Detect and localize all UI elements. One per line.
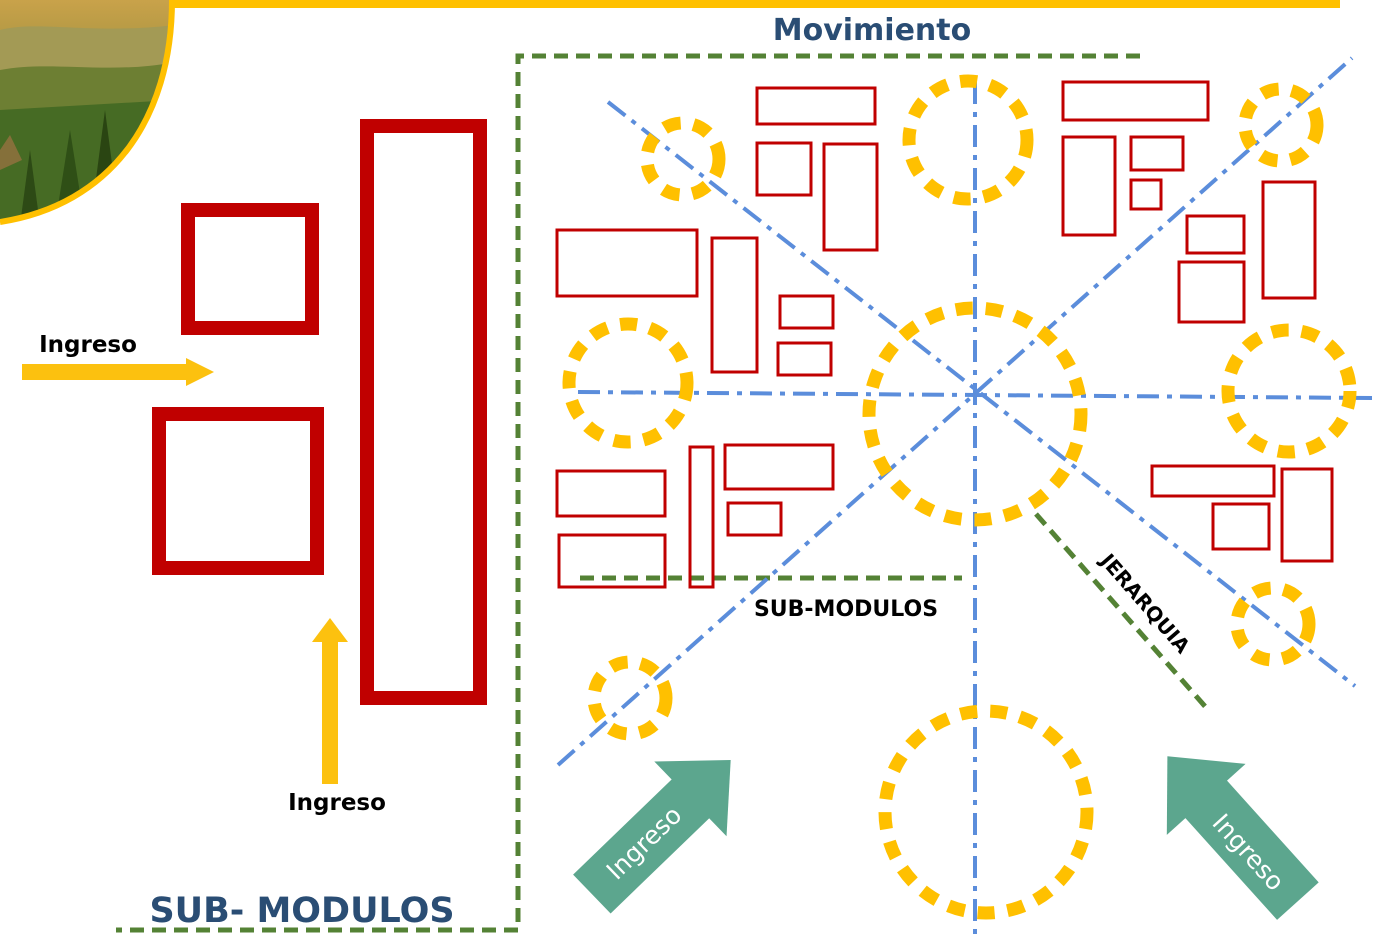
jerarquia-label: JERARQUIA — [1094, 547, 1195, 658]
axis-diagonal-down — [606, 100, 1357, 688]
axis-diagonal-up — [556, 56, 1354, 767]
title-movimiento: Movimiento — [773, 13, 972, 48]
module — [1185, 214, 1246, 255]
module — [1061, 80, 1210, 122]
module — [710, 236, 759, 374]
node-bottom-center — [878, 704, 1094, 920]
axes — [556, 56, 1373, 935]
module — [555, 469, 667, 518]
node-central — [862, 301, 1088, 527]
left-ingreso-arrow — [22, 358, 214, 386]
node-left-middle — [562, 317, 694, 449]
sub-modulos-bottom-label: SUB- MODULOS — [149, 891, 454, 931]
sub-modulos-center-label: SUB-MODULOS — [754, 597, 938, 622]
landscape-photo — [0, 0, 175, 225]
module — [1177, 260, 1246, 324]
module — [755, 86, 877, 126]
module — [557, 533, 667, 589]
module — [778, 294, 835, 330]
module — [688, 445, 715, 589]
module — [723, 443, 835, 491]
left-modules — [152, 119, 487, 705]
module — [822, 142, 879, 252]
module — [726, 501, 783, 537]
nodes — [562, 74, 1357, 920]
left-module-tall — [360, 119, 487, 705]
right-modules — [555, 80, 1334, 589]
green-ingreso-arrow-left — [573, 759, 731, 914]
module — [776, 341, 833, 377]
axis-horizontal — [577, 390, 1373, 400]
ingreso-bottom-label: Ingreso — [288, 790, 386, 816]
node-top-left-small — [640, 116, 726, 202]
node-bottom-left-small — [587, 655, 673, 741]
left-module-small-top — [181, 203, 319, 335]
boundary-lines — [116, 53, 1212, 933]
module — [1129, 178, 1163, 211]
green-ingreso-arrow-right — [1166, 756, 1319, 920]
module — [1211, 502, 1271, 551]
module — [755, 141, 813, 197]
top-border-line — [172, 0, 1340, 8]
module — [555, 228, 699, 298]
module — [1280, 467, 1334, 563]
bottom-ingreso-arrow — [312, 618, 348, 784]
node-bottom-right-small — [1230, 581, 1316, 667]
module — [1129, 135, 1185, 172]
jerarquia-line — [1034, 512, 1212, 714]
left-module-small-bottom — [152, 407, 324, 575]
node-right-middle — [1221, 323, 1357, 459]
ingreso-left-label: Ingreso — [39, 332, 137, 358]
node-top-right-small — [1238, 82, 1324, 168]
module — [1150, 464, 1276, 498]
node-top-center — [902, 74, 1034, 206]
module — [1261, 180, 1317, 300]
main-boundary — [116, 53, 1140, 933]
module — [1061, 135, 1117, 237]
